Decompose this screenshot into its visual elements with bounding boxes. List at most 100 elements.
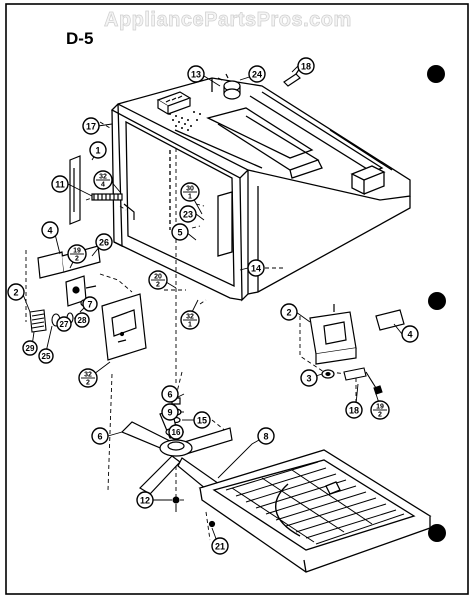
svg-text:29: 29 [26,344,35,353]
callout-20-2-top: 20 2 [148,270,168,290]
callout-32-1: 32 1 [180,310,200,330]
callout-6-left: 6 [91,427,109,445]
callout-18-top: 18 [297,57,315,75]
callout-32-2: 32 2 [78,368,98,388]
callout-4-right: 4 [401,325,419,343]
left-side-bracket [69,155,81,225]
callout-16: 16 [168,424,184,440]
svg-text:2: 2 [13,288,18,298]
callout-23: 23 [179,205,197,223]
top-switch-block [156,91,192,116]
callout-27: 27 [56,316,72,332]
cabinet-housing [110,77,411,302]
registration-dot [428,524,446,542]
page-code: D-5 [66,29,93,48]
callout-4-left: 4 [41,221,59,239]
page-border [5,3,469,595]
callout-9: 9 [161,403,179,421]
callout-32-4: 32 4 [93,170,113,190]
svg-text:2: 2 [75,256,79,263]
callout-8: 8 [257,427,275,445]
svg-text:1: 1 [95,146,100,156]
callout-11: 11 [51,175,69,193]
svg-text:3: 3 [306,374,311,384]
svg-text:28: 28 [78,316,87,325]
registration-dot [428,292,446,310]
svg-text:6: 6 [167,390,172,400]
callout-21: 21 [211,537,229,555]
callout-24: 24 [248,65,266,83]
svg-text:25: 25 [42,352,51,361]
svg-text:5: 5 [177,228,182,238]
callout-2-left: 2 [7,283,25,301]
svg-text:26: 26 [99,238,109,248]
svg-text:4: 4 [407,330,412,340]
callout-3: 3 [300,369,318,387]
callout-30-1: 30 1 [180,182,200,202]
callout-25: 25 [38,348,54,364]
callout-13: 13 [187,65,205,83]
svg-text:17: 17 [86,122,96,132]
svg-text:19: 19 [376,404,384,411]
callout-19-2-right: 19 2 [370,400,390,420]
svg-text:32: 32 [99,174,107,181]
svg-text:15: 15 [197,416,207,426]
svg-text:32: 32 [186,314,194,321]
callout-18-bottom: 18 [345,401,363,419]
svg-text:18: 18 [349,406,359,416]
right-bracket-assembly [309,304,357,365]
callout-12: 12 [136,491,154,509]
svg-text:32: 32 [84,372,92,379]
right-insulation-pad [375,309,405,331]
callout-6-top: 6 [161,385,179,403]
callout-17: 17 [82,117,100,135]
grommet [321,369,335,379]
callout-1: 1 [89,141,107,159]
svg-text:2: 2 [378,412,382,419]
left-spring-bar [91,193,135,220]
svg-text:20: 20 [154,274,162,281]
callout-15: 15 [193,411,211,429]
base-pan-grille [198,449,432,573]
svg-text:2: 2 [86,380,90,387]
svg-text:6: 6 [97,432,102,442]
fan-motor-plate [101,293,147,361]
svg-text:23: 23 [183,210,193,220]
svg-text:19: 19 [73,248,81,255]
callout-5: 5 [171,223,189,241]
callout-2-right: 2 [280,303,298,321]
svg-text:18: 18 [301,62,311,72]
callout-19-2-left: 19 2 [67,244,87,264]
fan-hub-bolt [172,496,180,512]
svg-text:16: 16 [172,428,181,437]
vent-holes [169,111,201,131]
svg-text:2: 2 [286,308,291,318]
svg-text:2: 2 [156,282,160,289]
svg-text:13: 13 [191,70,201,80]
base-screw [208,520,216,528]
svg-text:14: 14 [251,264,261,274]
top-thermostat-bulb [283,67,301,87]
svg-text:1: 1 [188,194,192,201]
svg-text:12: 12 [140,496,150,506]
svg-text:4: 4 [47,226,52,236]
svg-text:1: 1 [188,322,192,329]
retainer-clip [343,367,383,395]
callout-26: 26 [95,233,113,251]
svg-text:24: 24 [252,70,262,80]
svg-text:9: 9 [167,408,172,418]
leader-lines [25,121,357,541]
callout-28: 28 [74,312,90,328]
svg-text:7: 7 [87,300,92,310]
svg-text:4: 4 [101,182,105,189]
svg-text:21: 21 [215,542,225,552]
svg-text:11: 11 [55,180,65,190]
registration-dot [427,65,445,83]
callout-14: 14 [247,259,265,277]
callout-7: 7 [82,296,98,312]
svg-text:8: 8 [263,432,268,442]
callout-29: 29 [22,340,38,356]
top-capacitor [217,73,241,100]
svg-text:30: 30 [186,186,194,193]
